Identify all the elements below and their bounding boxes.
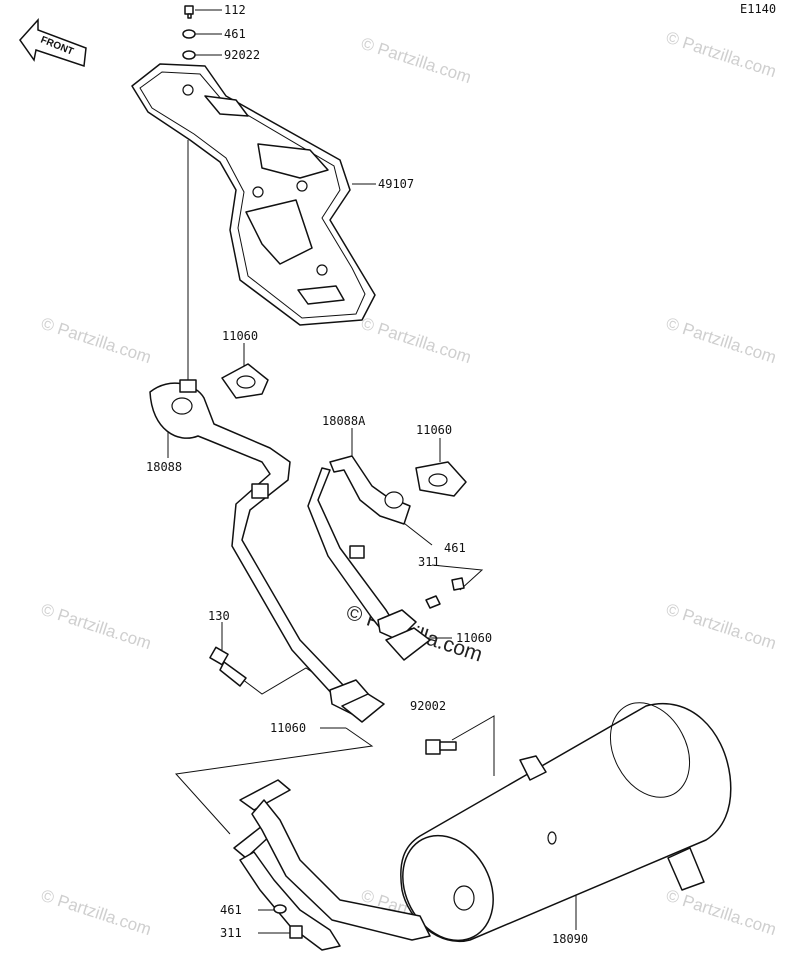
label-18088A: 18088A — [322, 414, 366, 428]
gasket-11060-d — [341, 693, 385, 723]
label-311: 311 — [220, 926, 242, 940]
label-461: 461 — [224, 27, 246, 41]
washer-92022 — [182, 50, 196, 60]
gasket-11060-a — [221, 363, 269, 399]
watermark: © Partzilla.com — [664, 600, 779, 653]
label-18090: 18090 — [552, 932, 588, 946]
label-11060: 11060 — [270, 721, 306, 735]
gasket-11060-b — [415, 461, 467, 497]
watermark: © Partzilla.com — [359, 314, 474, 367]
bolt-112 — [184, 5, 194, 19]
label-11060: 11060 — [416, 423, 452, 437]
watermark: © Partzilla.com — [39, 600, 154, 653]
exhaust-pipe-18088A — [307, 455, 417, 641]
label-461: 461 — [220, 903, 242, 917]
watermark: © Partzilla.com — [664, 886, 779, 939]
front-arrow-icon: FRONT — [19, 18, 87, 68]
label-49107: 49107 — [378, 177, 414, 191]
label-92022: 92022 — [224, 48, 260, 62]
label-311: 311 — [418, 555, 440, 569]
label-461: 461 — [444, 541, 466, 555]
label-130: 130 — [208, 609, 230, 623]
watermark: © Partzilla.com — [39, 314, 154, 367]
gasket-11060-c — [385, 627, 431, 661]
watermark: © Partzilla.com — [664, 28, 779, 81]
watermark: © Partzilla.com — [39, 886, 154, 939]
muffler-18090 — [400, 702, 732, 943]
nut-311-mid — [425, 595, 441, 609]
muffler-inlet-pipe — [233, 779, 431, 951]
heat-shield-49107 — [131, 63, 376, 326]
label-11060: 11060 — [222, 329, 258, 343]
label-11060: 11060 — [456, 631, 492, 645]
bolt-130 — [209, 646, 247, 687]
nut-461-bottom — [273, 904, 287, 914]
nut-461-mid — [451, 577, 465, 591]
bolt-92002 — [425, 739, 457, 755]
part-labels: 112 461 92022 49107 11060 18088 18088A 1… — [146, 3, 588, 946]
watermark: © Partzilla.com — [359, 34, 474, 87]
label-112: 112 — [224, 3, 246, 17]
label-18088: 18088 — [146, 460, 182, 474]
diagram-code: E1140 — [740, 2, 776, 16]
watermark: © Partzilla.com — [664, 314, 779, 367]
nut-311-bottom — [289, 925, 303, 939]
label-92002: 92002 — [410, 699, 446, 713]
nut-461-top — [182, 29, 196, 39]
